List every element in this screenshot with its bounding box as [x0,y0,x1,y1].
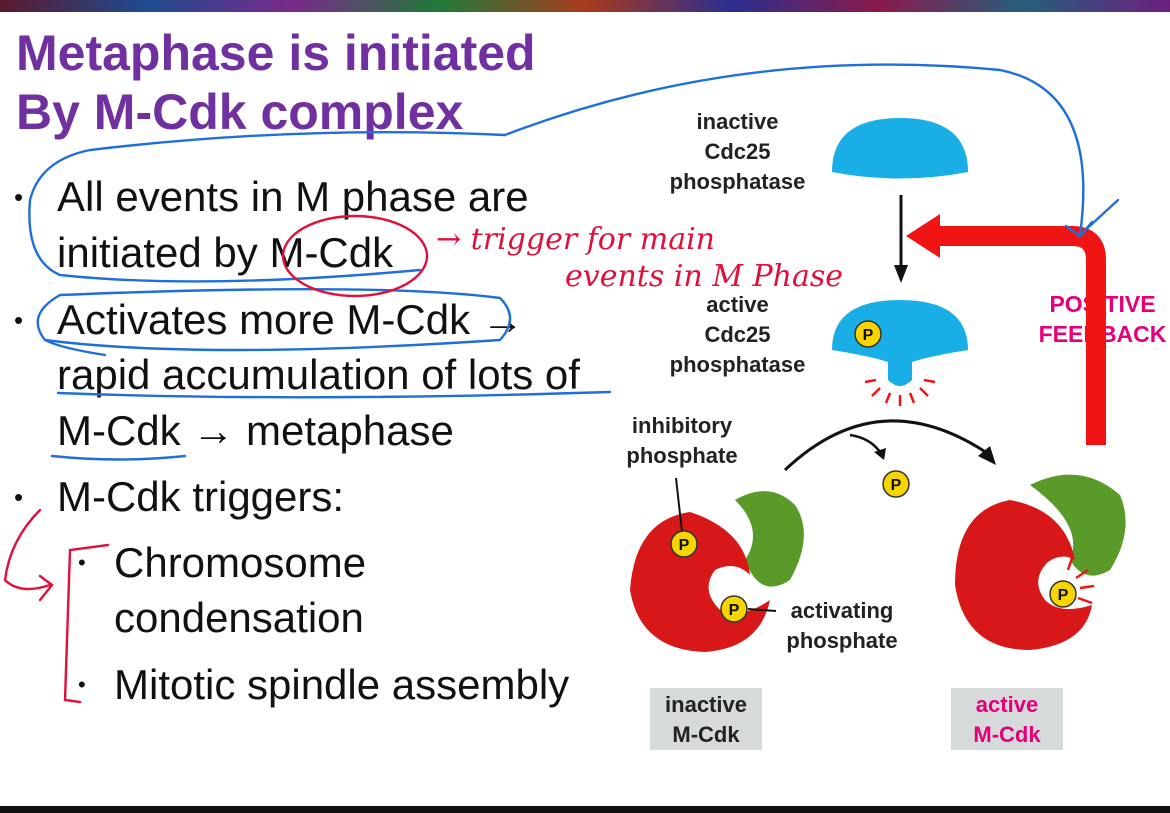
positive-feedback-arrow [935,226,1106,445]
svg-text:P: P [679,537,690,554]
sub-bullet-dot: • [78,550,86,575]
svg-text:P: P [891,477,902,494]
sub-bullet-dot: • [78,672,86,697]
slide-title: Metaphase is initiated By M-Cdk complex [16,24,536,142]
annotation-line-1: → trigger for main [436,222,715,257]
feedback-arrowhead [906,214,940,258]
release-arrow [849,433,882,453]
sub-bullet-2-line-1: Mitotic spindle assembly [114,661,570,708]
bullet-1-line-2: initiated by M-Cdk [57,229,394,276]
sub-bullet-1-line-1: Chromosome [114,539,367,586]
cdc25-spark-icon [864,378,936,406]
inactive-cyclin-shape [735,491,804,587]
blue-ink-annotations [28,63,1120,461]
bullet-2-line-2: rapid accumulation of lots of [57,351,580,398]
active-mcdk-box: active M-Cdk [951,688,1063,750]
decorative-banner [0,0,1170,12]
bottom-rule [0,806,1170,813]
active-cdc25-label: active Cdc25 phosphatase [669,292,806,377]
activating-phosphate-label: activating phosphate [786,598,898,653]
phosphate-symbol: P [863,327,874,344]
bullet-3-line-1: M-Cdk triggers: [57,473,345,520]
bullet-2-line-1: Activates more M-Cdk → [57,296,524,343]
bullet-1-line-1: All events in M phase are [57,173,529,220]
inactive-mcdk-box: inactive M-Cdk [650,688,762,750]
title-line-2: By M-Cdk complex [16,84,464,140]
active-cdc25-shape [832,300,968,386]
bullet-dot: • [14,482,24,512]
activating-phosphate-icon [720,595,748,623]
active-cdk-shape [955,500,1092,650]
bullet-2-line-3: M-Cdk → metaphase [57,407,454,454]
sub-bullet-1-line-2: condensation [114,594,364,641]
inactive-mcdk-label: inactive M-Cdk [665,692,747,747]
bullet-dot: • [14,182,24,212]
active-cyclin-shape [1030,474,1126,576]
transition-arrowhead [978,446,996,465]
phosphate-icon [854,320,882,348]
inactive-cdc25-label: inactive Cdc25 phosphatase [669,109,806,194]
active-spark-icon [1066,557,1095,605]
activation-arrowhead [894,265,908,283]
inactive-cdk-shape [630,512,770,652]
active-phosphate-icon [1049,580,1077,608]
released-phosphate-icon [882,470,910,498]
annotation-line-2: events in M Phase [565,259,843,294]
title-line-1: Metaphase is initiated [16,25,536,81]
inhibitory-phosphate-label: inhibitory phosphate [626,413,738,468]
svg-text:P: P [729,602,740,619]
active-mcdk-label: active M-Cdk [973,692,1041,747]
inactive-cdc25-shape [832,118,968,179]
red-ink-annotations [3,214,429,704]
inhibitory-phosphate-icon [670,530,698,558]
bullet-dot: • [14,305,24,335]
transition-arrow [783,419,991,472]
svg-text:P: P [1058,587,1069,604]
